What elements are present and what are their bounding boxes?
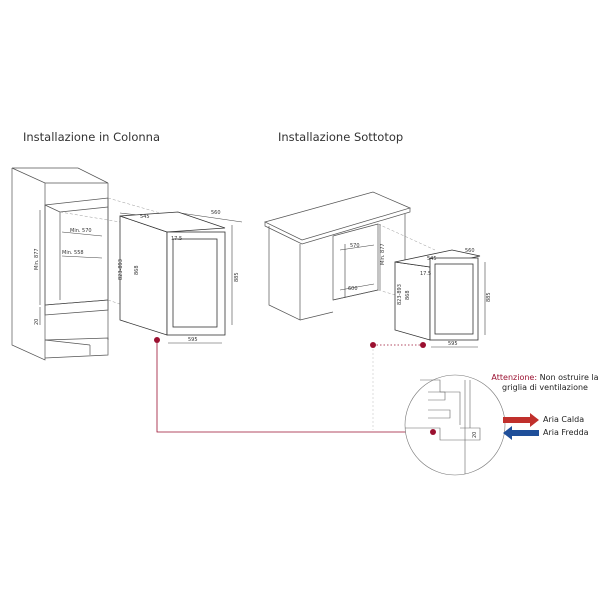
dim-823-893: 823-893 (118, 259, 124, 280)
column-cabinet (11, 167, 109, 361)
dim-17-5: 17.5 (420, 271, 431, 277)
hot-air-label: Aria Calda (543, 415, 585, 424)
dim-min-570: Min. 570 (70, 228, 92, 234)
dim-595: 595 (448, 341, 458, 347)
callout-links (154, 337, 435, 433)
attention-text-line2: griglia di ventilazione (502, 383, 588, 392)
dim-570: 570 (350, 243, 360, 249)
dim-595: 595 (188, 337, 198, 343)
dim-560: 560 (465, 248, 475, 254)
undertop-appliance (394, 249, 481, 341)
ventilation-warning: Attenzione: Non ostruire la griglia di v… (490, 373, 600, 393)
title-undertop-installation: Installazione Sottotop (278, 130, 404, 144)
ventilation-detail-circle: 20 (404, 374, 506, 476)
dim-545: 545 (427, 256, 437, 262)
title-column-installation: Installazione in Colonna (23, 130, 161, 144)
dim-vent-20: 20 (472, 432, 478, 438)
dim-20: 20 (34, 319, 40, 325)
dim-868: 868 (405, 290, 411, 300)
cold-air-label: Aria Fredda (543, 428, 589, 437)
dim-885: 885 (234, 272, 240, 282)
attention-text: Non ostruire la (539, 373, 599, 382)
dim-min-877: Min. 877 (34, 248, 40, 270)
hot-air-arrow (503, 413, 539, 427)
dim-823-893: 823-893 (397, 284, 403, 305)
dim-17-5: 17.5 (171, 236, 182, 242)
dim-545: 545 (140, 214, 150, 220)
column-appliance (119, 211, 226, 336)
dim-min-877: Min. 877 (380, 243, 386, 265)
dim-560: 560 (211, 210, 221, 216)
undertop-cabinet (264, 191, 412, 321)
dim-868: 868 (134, 265, 140, 275)
dim-min-558: Min. 558 (62, 250, 84, 256)
dim-885: 885 (486, 292, 492, 302)
dim-600: 600 (348, 286, 358, 292)
attention-label: Attenzione: (491, 373, 538, 382)
cold-air-arrow (503, 426, 539, 440)
